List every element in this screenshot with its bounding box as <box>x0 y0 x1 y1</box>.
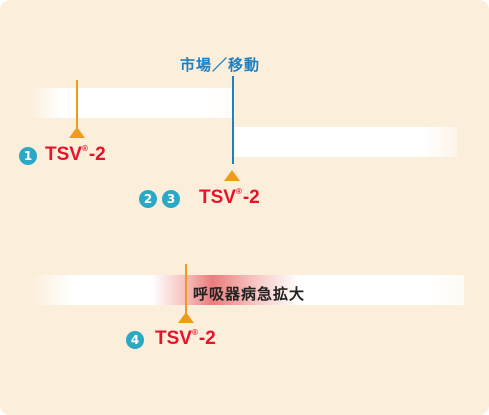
registered-mark: ® <box>191 328 198 337</box>
tsv2-label-4: TSV®-2 <box>155 328 216 350</box>
tsv-suffix: -2 <box>198 328 216 349</box>
marker-triangle-2 <box>224 170 240 181</box>
marker-line-1 <box>76 80 78 128</box>
badge-1: 1 <box>19 147 37 165</box>
market-move-label: 市場／移動 <box>180 56 261 74</box>
respiratory-label: 呼吸器病急拡大 <box>193 285 306 303</box>
marker-triangle-4 <box>178 312 194 323</box>
tsv-prefix: TSV <box>155 328 192 349</box>
tsv-prefix: TSV <box>45 144 82 165</box>
marker-triangle-1 <box>69 127 85 138</box>
market-move-line <box>232 76 234 164</box>
timeline-bar-2 <box>232 127 457 157</box>
tsv2-label-1: TSV®-2 <box>45 144 106 166</box>
badge-3: 3 <box>162 190 180 208</box>
tsv-suffix: -2 <box>242 187 260 208</box>
tsv2-label-2: TSV®-2 <box>199 187 260 209</box>
tsv-prefix: TSV <box>199 187 236 208</box>
registered-mark: ® <box>235 187 242 196</box>
registered-mark: ® <box>81 144 88 153</box>
tsv-suffix: -2 <box>88 144 106 165</box>
timeline-bar-3 <box>30 275 464 305</box>
marker-line-4 <box>185 264 187 314</box>
badge-4: 4 <box>126 331 144 349</box>
timeline-bar-1 <box>30 88 235 118</box>
badge-2: 2 <box>139 190 157 208</box>
